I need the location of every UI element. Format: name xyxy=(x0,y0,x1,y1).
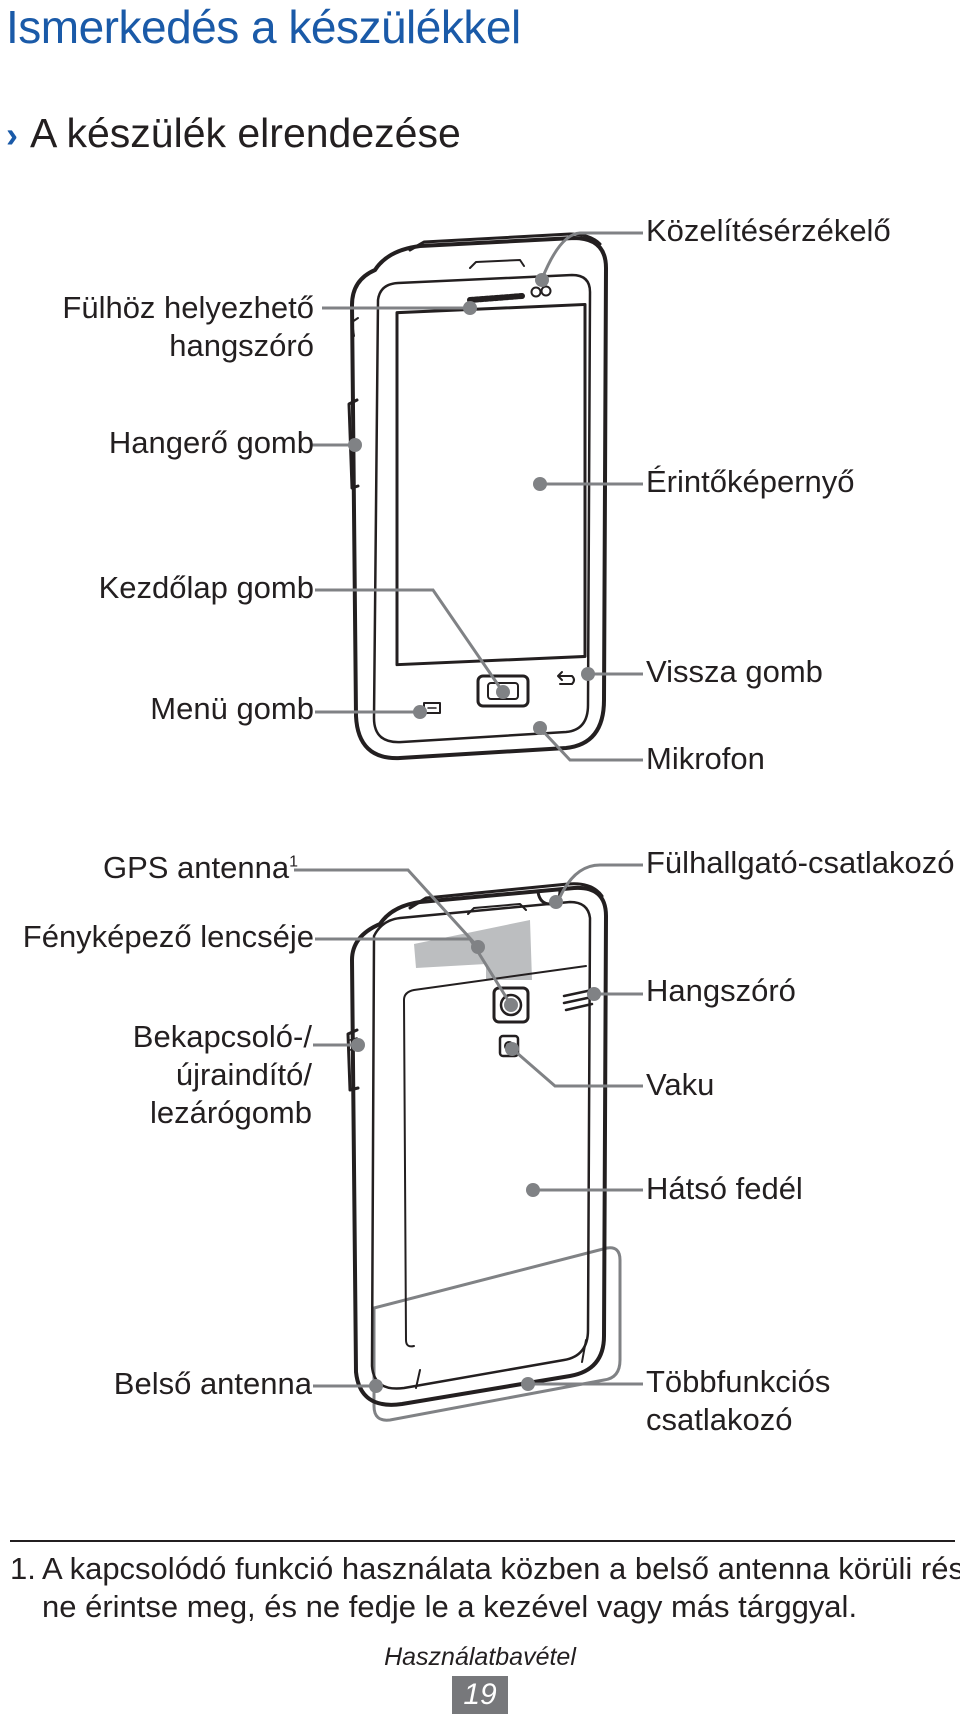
dot-camera xyxy=(504,998,518,1012)
footnote-ref: 1 xyxy=(289,853,298,871)
dot-internal-antenna xyxy=(369,1379,383,1393)
chevron-right-icon: › xyxy=(6,114,18,155)
label-menu-key: Menü gomb xyxy=(150,691,314,726)
page-number: 19 xyxy=(452,1676,508,1714)
dot-multifunction xyxy=(521,1377,535,1391)
dot-back-cover xyxy=(526,1183,540,1197)
callout-microphone xyxy=(538,726,643,762)
callout-home xyxy=(315,588,505,693)
label-proximity-sensor: Közelítésérzékelő xyxy=(646,213,891,248)
callout-gps xyxy=(294,868,480,949)
label-earpiece: Fülhöz helyezhető hangszóró xyxy=(62,289,314,365)
label-microphone: Mikrofon xyxy=(646,741,765,776)
dot-back xyxy=(581,667,595,681)
footnote-number: 1. xyxy=(10,1551,36,1586)
footnote-text: A kapcsolódó funkció használata közben a… xyxy=(42,1550,960,1626)
label-touchscreen: Érintőképernyő xyxy=(646,464,855,499)
callout-camera xyxy=(315,937,513,1006)
footnote-divider xyxy=(10,1540,955,1542)
footnote-line1: A kapcsolódó funkció használata közben a… xyxy=(42,1551,960,1586)
front-callout-dots xyxy=(348,273,595,735)
label-home-key: Kezdőlap gomb xyxy=(98,570,314,605)
dot-flash xyxy=(505,1042,519,1056)
footnote-line2: ne érintse meg, és ne fedje le a kezével… xyxy=(42,1589,858,1624)
label-camera-lens: Fényképező lencséje xyxy=(22,919,314,954)
callout-headset xyxy=(558,863,643,898)
internal-antenna-outline xyxy=(372,1246,622,1422)
dot-power xyxy=(351,1038,365,1052)
label-back-cover: Hátsó fedél xyxy=(646,1171,803,1206)
dot-touchscreen xyxy=(533,477,547,491)
label-earpiece-line2: hangszóró xyxy=(169,328,314,363)
section-title: A készülék elrendezése xyxy=(30,110,461,156)
callout-proximity xyxy=(540,231,643,280)
back-callouts xyxy=(294,863,643,1388)
front-phone-illustration xyxy=(347,232,608,761)
label-back-key: Vissza gomb xyxy=(646,654,823,689)
dot-volume xyxy=(348,438,362,452)
dot-home xyxy=(496,685,510,699)
footer-section-name: Használatbavétel xyxy=(384,1643,576,1671)
label-multifunction-line2: csatlakozó xyxy=(646,1402,793,1437)
section-heading: › A készülék elrendezése xyxy=(6,110,461,157)
back-callout-dots xyxy=(351,895,601,1393)
label-multifunction-line1: Többfunkciós xyxy=(646,1364,831,1399)
label-power-line2: újraindító/ xyxy=(175,1057,312,1092)
label-multifunction-jack: Többfunkciós csatlakozó xyxy=(646,1363,830,1439)
dot-microphone xyxy=(533,721,547,735)
label-internal-antenna: Belső antenna xyxy=(113,1366,312,1401)
label-power-key: Bekapcsoló-/ újraindító/ lezárógomb xyxy=(133,1018,312,1132)
label-speaker: Hangszóró xyxy=(646,973,796,1008)
label-gps-antenna: GPS antenna1 xyxy=(103,849,298,887)
dot-headset xyxy=(549,895,563,909)
label-gps-text: GPS antenna xyxy=(102,850,290,885)
front-callouts xyxy=(311,231,643,762)
label-power-line3: lezárógomb xyxy=(150,1095,312,1130)
label-headset-jack: Fülhallgató-csatlakozó xyxy=(646,845,955,880)
dot-gps xyxy=(471,940,485,954)
dot-speaker xyxy=(587,987,601,1001)
label-volume-key: Hangerő gomb xyxy=(108,425,314,460)
dot-proximity xyxy=(535,273,549,287)
label-flash: Vaku xyxy=(646,1067,715,1102)
dot-menu xyxy=(413,705,427,719)
label-earpiece-line1: Fülhöz helyezhető xyxy=(62,290,314,325)
page-title: Ismerkedés a készülékkel xyxy=(6,1,521,53)
callout-flash xyxy=(508,1044,643,1088)
dot-earpiece xyxy=(463,301,477,315)
label-power-line1: Bekapcsoló-/ xyxy=(132,1019,312,1054)
